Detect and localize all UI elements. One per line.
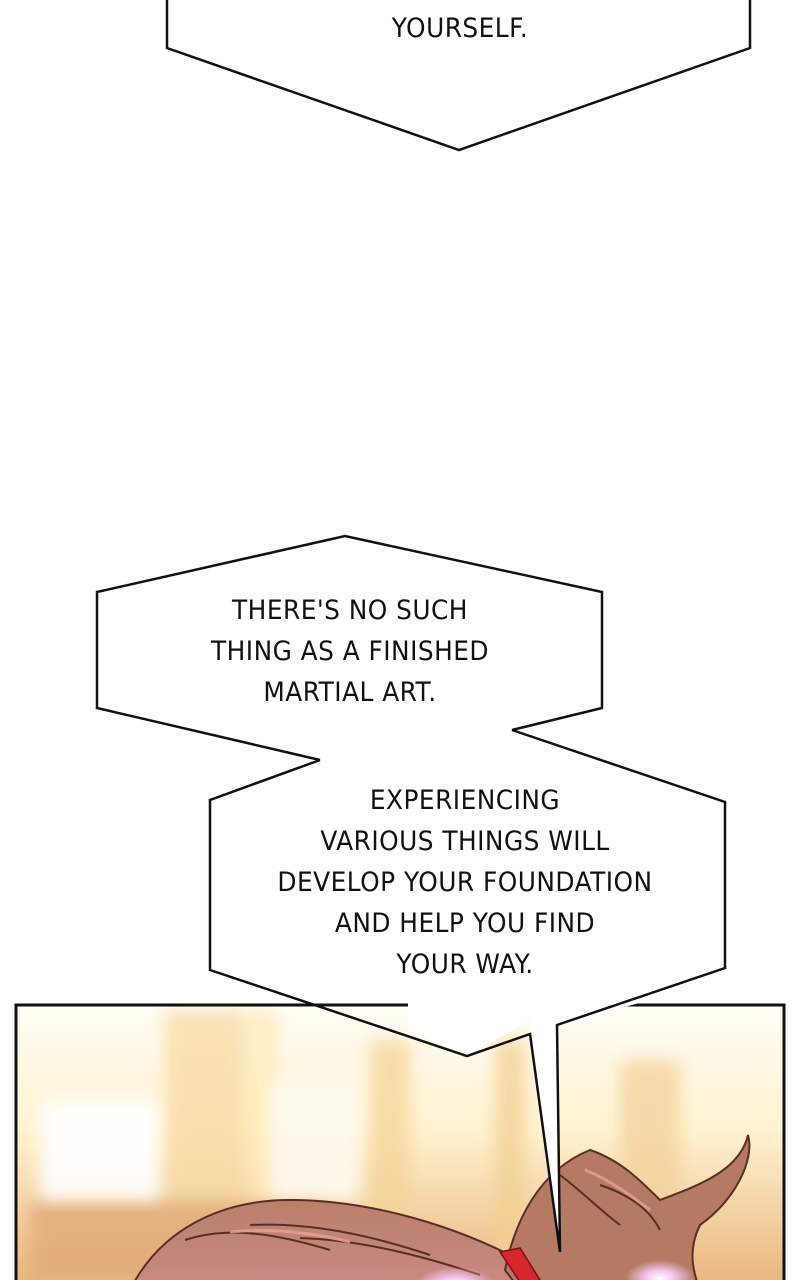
bubble-top-text: YOURSELF. — [313, 8, 607, 49]
speech-bubble-middle — [97, 536, 725, 1250]
bubble-lower-line: YOUR WAY. — [396, 949, 534, 980]
bubble-middle-line: THING AS A FINISHED — [211, 636, 489, 667]
panel-frame — [14, 1003, 786, 1280]
bubble-middle-line: THERE'S NO SUCH — [232, 595, 468, 626]
panel-image — [16, 1005, 784, 1280]
bubble-lower-line: DEVELOP YOUR FOUNDATION — [277, 867, 653, 898]
bubble-lower-line: VARIOUS THINGS WILL — [320, 826, 610, 857]
bubble-lower-line: EXPERIENCING — [369, 785, 561, 816]
bubble-lower-line: AND HELP YOU FIND — [334, 908, 596, 939]
bubble-lower-text: EXPERIENCING VARIOUS THINGS WILL DEVELOP… — [235, 780, 695, 985]
speech-bubble-top — [165, 0, 752, 152]
bubble-top-line: YOURSELF. — [391, 13, 529, 44]
bubble-middle-text: THERE'S NO SUCH THING AS A FINISHED MART… — [166, 590, 534, 713]
bubble-middle-line: MARTIAL ART. — [263, 677, 437, 708]
speech-bubble-lower — [208, 728, 727, 1253]
